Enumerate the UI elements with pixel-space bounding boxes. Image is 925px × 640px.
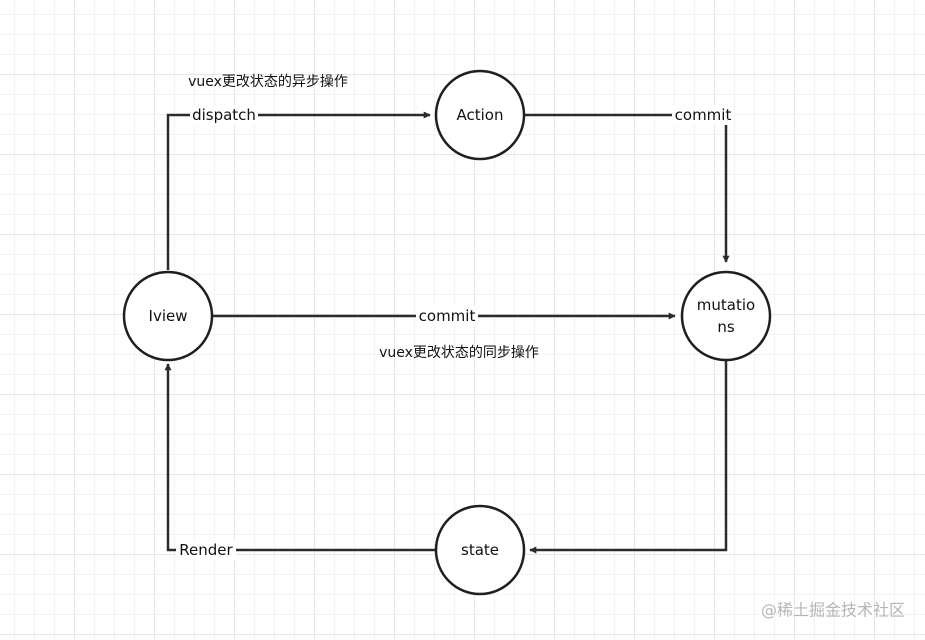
node-iview: Iview (122, 270, 214, 362)
iview-circle (122, 270, 214, 362)
action-circle (434, 69, 526, 161)
commit-sync-label-bg (416, 306, 478, 326)
action-label: Action (457, 106, 504, 124)
mutations-circle (680, 270, 772, 362)
watermark-text: @稀土掘金技术社区 (761, 601, 905, 620)
dispatch-label-bg (190, 105, 258, 125)
edge-mutations-to-state (529, 360, 728, 554)
node-mutations: mutatio ns (680, 270, 772, 362)
dispatch-label: dispatch (192, 106, 256, 124)
node-state: state (434, 504, 526, 596)
state-circle (434, 504, 526, 596)
commit-sync-label: commit (419, 307, 476, 325)
edge-state-to-iview (164, 363, 436, 552)
render-label: Render (179, 541, 233, 559)
commit-async-label-bg (672, 105, 734, 125)
edge-iview-to-action (166, 111, 431, 270)
commit-async-label: commit (675, 106, 732, 124)
edge-action-to-mutations (525, 113, 730, 263)
render-label-bg (176, 540, 236, 560)
iview-label: Iview (149, 307, 188, 325)
async-note: vuex更改状态的异步操作 (188, 74, 348, 90)
node-action: Action (434, 69, 526, 161)
mutations-label-line2: ns (717, 318, 735, 336)
mutations-label-line1: mutatio (697, 296, 755, 314)
sync-note: vuex更改状态的同步操作 (379, 345, 539, 361)
state-label: state (461, 541, 499, 559)
